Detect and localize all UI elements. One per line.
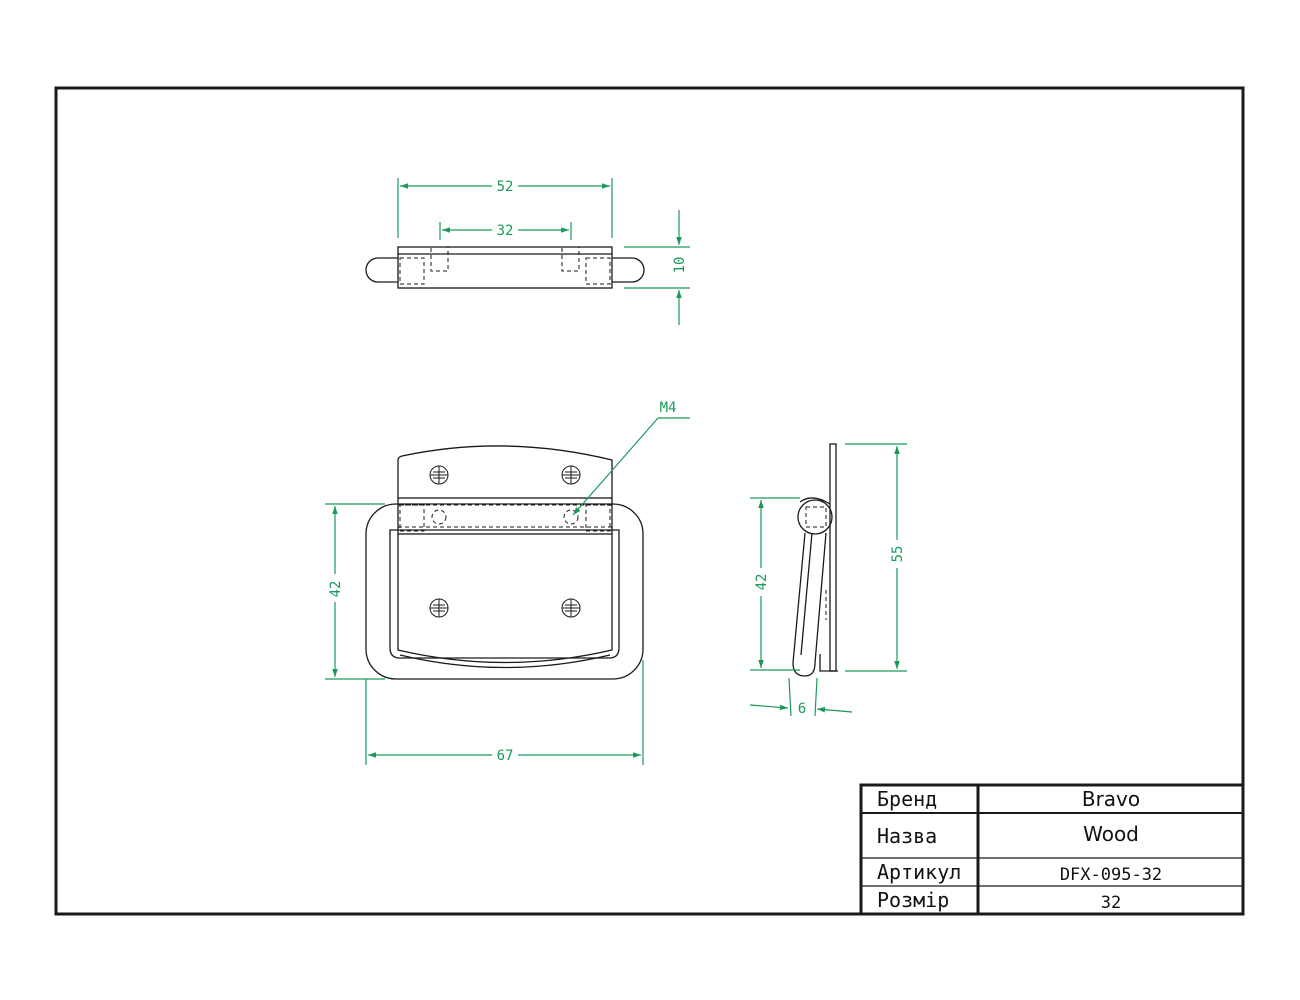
dim-top-height: 10: [672, 257, 688, 274]
title-block-article-label: Артикул: [877, 860, 961, 884]
title-block-size-label: Розмір: [877, 888, 949, 912]
top-view-dimensions: [397, 178, 690, 325]
title-block-name-value: Wood: [1083, 822, 1139, 846]
title-block-brand-label: Бренд: [877, 787, 937, 811]
front-view: [365, 445, 644, 680]
thread-callout: M4: [660, 400, 677, 416]
dim-top-overall-width: 52: [497, 179, 514, 195]
m4-leader: [572, 417, 690, 516]
title-block-size-value: 32: [1101, 893, 1121, 913]
front-view-dimensions: [325, 503, 644, 765]
dim-side-overall-height: 55: [890, 546, 906, 563]
dim-top-hole-spacing: 32: [497, 223, 514, 239]
title-block-brand-value: Bravo: [1082, 787, 1140, 811]
title-block: [859, 783, 1245, 916]
dim-side-thickness: 6: [798, 701, 806, 717]
side-view-dimensions: [749, 443, 907, 717]
dim-side-height: 42: [754, 574, 770, 591]
title-block-article-value: DFX-095-32: [1060, 865, 1162, 885]
side-view: [792, 443, 838, 677]
dim-front-height: 42: [328, 581, 344, 598]
drawing-frame: [54, 86, 1245, 916]
title-block-name-label: Назва: [877, 824, 937, 848]
dim-front-width: 67: [497, 748, 514, 764]
top-view: [365, 246, 645, 289]
